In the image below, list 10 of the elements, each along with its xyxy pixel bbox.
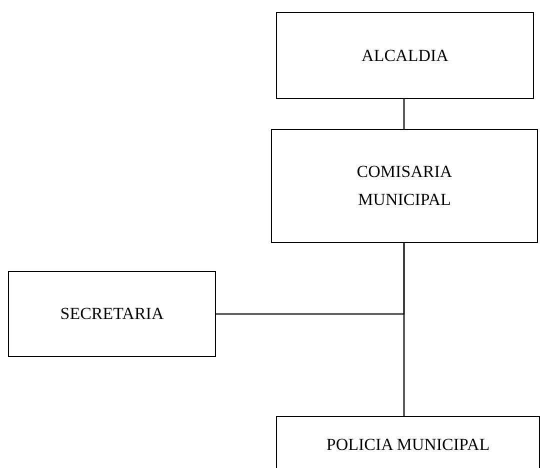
connector-line <box>403 99 405 129</box>
box-label: ALCALDIA <box>362 44 448 66</box>
box-label: POLICIA MUNICIPAL <box>326 434 490 456</box>
connector-line <box>216 243 405 315</box>
org-box <box>271 129 538 243</box>
box-label: COMISARIA MUNICIPAL <box>356 161 454 211</box>
box-label: SECRETARIA <box>60 303 164 325</box>
org-box <box>8 271 216 357</box>
org-box <box>276 12 534 99</box>
org-box <box>276 416 540 468</box>
